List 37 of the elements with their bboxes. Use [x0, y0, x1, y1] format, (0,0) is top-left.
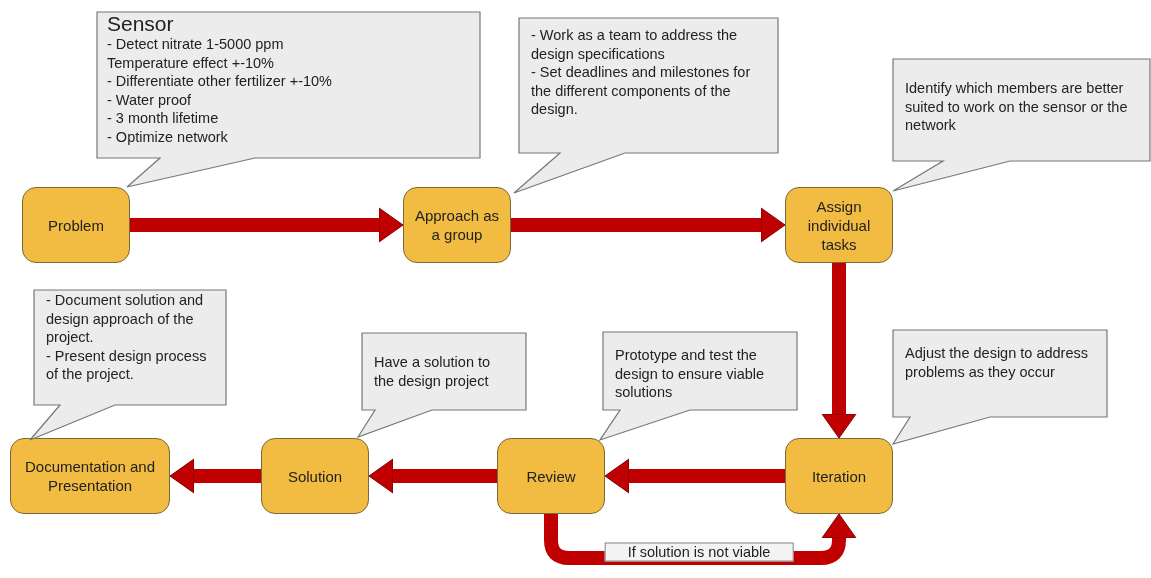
callout-text: - Water proof: [107, 90, 193, 109]
callout-bubble: [600, 332, 797, 440]
callout-bubble: [893, 330, 1107, 444]
arrow: [821, 263, 857, 439]
callout-text: - Present design process of the project.: [46, 346, 208, 384]
callout-text: - Detect nitrate 1-5000 ppm: [107, 35, 285, 54]
process-box: Solution: [261, 438, 369, 514]
process-box: Assign individual tasks: [785, 187, 893, 263]
callout-text: Adjust the design to address problems as they occur: [905, 344, 1089, 381]
process-box: Documentation and Presentation: [10, 438, 170, 514]
arrow: [169, 458, 261, 494]
callout-bubble: [30, 290, 226, 440]
callout-text: - Set deadlines and milestones for the different components of the design.: [531, 63, 752, 119]
arrow: [511, 207, 786, 243]
callout-text: Identify which members are better suited to work on the sensor or the network: [905, 79, 1129, 135]
callout-text: - 3 month lifetime: [107, 109, 220, 128]
callout-bubble: [514, 18, 778, 193]
callout-text: - Work as a team to address the design specifications: [531, 26, 739, 63]
arrow: [368, 458, 497, 494]
arrow: [544, 513, 857, 565]
callout-text: Have a solution to the design project: [374, 353, 492, 390]
edge-label: If solution is not viable: [604, 542, 794, 562]
callout-bubble: [893, 59, 1150, 191]
callout-text: - Differentiate other fertilizer +-10%: [107, 72, 333, 91]
callout-text: - Optimize network: [107, 127, 229, 146]
callout-bubble: [358, 333, 526, 437]
process-box: Review: [497, 438, 605, 514]
callout-text: Prototype and test the design to ensure viable solutions: [615, 346, 766, 402]
process-box: Iteration: [785, 438, 893, 514]
callout-text: - Document solution and design approach of the project.: [46, 291, 205, 347]
callout-heading: Sensor: [107, 12, 175, 35]
arrow: [130, 207, 404, 243]
callout-bubble: [97, 12, 480, 187]
arrow: [604, 458, 785, 494]
callout-text: Temperature effect +-10%: [107, 53, 275, 72]
process-box: Approach as a group: [403, 187, 511, 263]
process-box: Problem: [22, 187, 130, 263]
